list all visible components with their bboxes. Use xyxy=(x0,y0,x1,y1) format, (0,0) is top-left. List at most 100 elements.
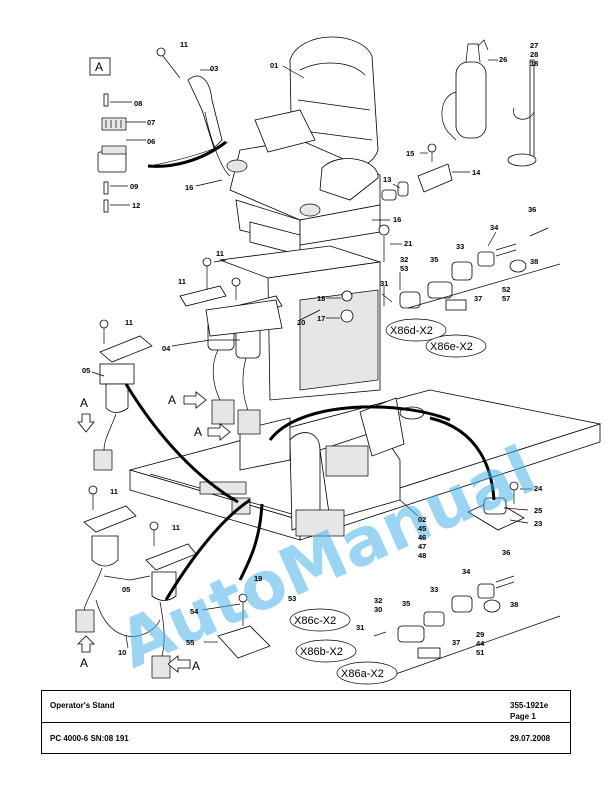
callout-33: 33 xyxy=(456,242,464,251)
callout-55: 55 xyxy=(186,638,194,647)
view-arrow-a1: A xyxy=(168,391,207,409)
cable-right xyxy=(429,416,496,501)
joystick xyxy=(149,47,231,177)
pedal-valves-04 xyxy=(179,257,283,435)
seat xyxy=(226,36,381,256)
connector-set-lower xyxy=(373,575,515,659)
terminal-parts xyxy=(97,93,127,213)
svg-text:A: A xyxy=(168,393,176,407)
callout-18: 18 xyxy=(317,294,325,303)
svg-text:A: A xyxy=(80,396,88,410)
callout-23: 23 xyxy=(534,519,542,528)
electrical-switch xyxy=(381,143,453,201)
callout-24: 24 xyxy=(534,484,543,493)
callout-11: 11 xyxy=(216,249,224,258)
callout-35: 35 xyxy=(430,255,438,264)
callout-11: 11 xyxy=(172,523,180,532)
callout-54: 54 xyxy=(190,607,199,616)
callout-17: 17 xyxy=(317,314,325,323)
cable-lower-left xyxy=(124,383,239,504)
view-arrow-a4: A xyxy=(77,635,95,670)
title-row: Operator's Stand 355-1921e Page 1 xyxy=(42,691,570,723)
callout-21: 21 xyxy=(404,239,412,248)
callout-07: 07 xyxy=(147,118,155,127)
callout-19: 19 xyxy=(254,574,262,583)
callout-53: 53 xyxy=(288,594,296,603)
tag-x86a: X86a-X2 xyxy=(336,661,398,685)
callout-11: 11 xyxy=(178,277,186,286)
callout-15: 15 xyxy=(406,149,414,158)
title-block: Operator's Stand 355-1921e Page 1 PC 400… xyxy=(41,690,571,754)
callout-26: 26 xyxy=(499,55,507,64)
callout-11: 11 xyxy=(180,40,188,49)
callout-34: 34 xyxy=(462,567,471,576)
callout-01: 01 xyxy=(270,61,278,70)
pedestal xyxy=(219,245,381,401)
callout-37: 37 xyxy=(452,638,460,647)
svg-text:X86c-X2: X86c-X2 xyxy=(294,615,336,627)
parts-drawing: A xyxy=(75,36,602,685)
callout-37: 37 xyxy=(474,294,482,303)
callout-16: 16 xyxy=(185,183,193,192)
tag-x86e: X86e-X2 xyxy=(425,334,487,358)
callout-36: 36 xyxy=(502,548,510,557)
callout-38: 38 xyxy=(530,257,538,266)
detail-view-label: A xyxy=(95,60,103,74)
tag-x86d: X86d-X2 xyxy=(385,318,447,342)
tag-x86c: X86c-X2 xyxy=(289,608,351,632)
callout-09: 09 xyxy=(130,182,138,191)
callout-25: 25 xyxy=(534,506,542,515)
view-arrow-a2: A xyxy=(194,423,231,441)
svg-text:X86b-X2: X86b-X2 xyxy=(300,646,343,658)
callout-04: 04 xyxy=(162,344,171,353)
callout-36: 36 xyxy=(528,205,536,214)
callout-16: 16 xyxy=(393,215,401,224)
pedal-05-upper xyxy=(93,319,153,471)
svg-text:X86d-X2: X86d-X2 xyxy=(390,325,433,337)
callout-31: 31 xyxy=(356,623,364,632)
tag-x86b: X86b-X2 xyxy=(295,639,357,663)
doc-number: 355-1921e xyxy=(510,701,549,710)
callout-12: 12 xyxy=(132,201,140,210)
callout-11: 11 xyxy=(110,487,118,496)
cover-plate xyxy=(217,593,271,659)
callout-08: 08 xyxy=(134,99,142,108)
callout-34: 34 xyxy=(490,223,499,232)
drawing-title: Operator's Stand xyxy=(50,701,115,710)
view-arrow-a5: A xyxy=(167,655,200,673)
callout-33: 33 xyxy=(430,585,438,594)
callout-10: 10 xyxy=(118,648,126,657)
svg-text:A: A xyxy=(192,659,200,673)
svg-text:X86e-X2: X86e-X2 xyxy=(430,341,473,353)
issue-date: 29.07.2008 xyxy=(510,734,551,743)
callout-13: 13 xyxy=(383,175,391,184)
detail-view-box xyxy=(89,57,111,76)
machine-serial: PC 4000-6 SN:08 191 xyxy=(50,734,129,743)
svg-text:A: A xyxy=(194,425,202,439)
extinguisher xyxy=(441,39,537,167)
callout-35: 35 xyxy=(402,599,410,608)
callout-06: 06 xyxy=(147,137,155,146)
connector-set-upper xyxy=(381,227,549,311)
page-number: Page 1 xyxy=(510,712,536,721)
callout-11: 11 xyxy=(125,318,133,327)
info-row: PC 4000-6 SN:08 191 29.07.2008 xyxy=(42,723,570,755)
svg-text:X86a-X2: X86a-X2 xyxy=(341,668,384,680)
callout-20: 20 xyxy=(297,318,305,327)
view-arrow-a3: A xyxy=(77,396,95,433)
callout-03: 03 xyxy=(210,64,218,73)
callout-38: 38 xyxy=(510,600,518,609)
junction-box xyxy=(467,481,525,531)
callout-05: 05 xyxy=(82,366,90,375)
callout-14: 14 xyxy=(472,168,481,177)
cable-seat xyxy=(147,140,227,168)
cable-front xyxy=(164,498,251,601)
callout-31: 31 xyxy=(380,279,388,288)
cable-bottom xyxy=(238,503,264,581)
